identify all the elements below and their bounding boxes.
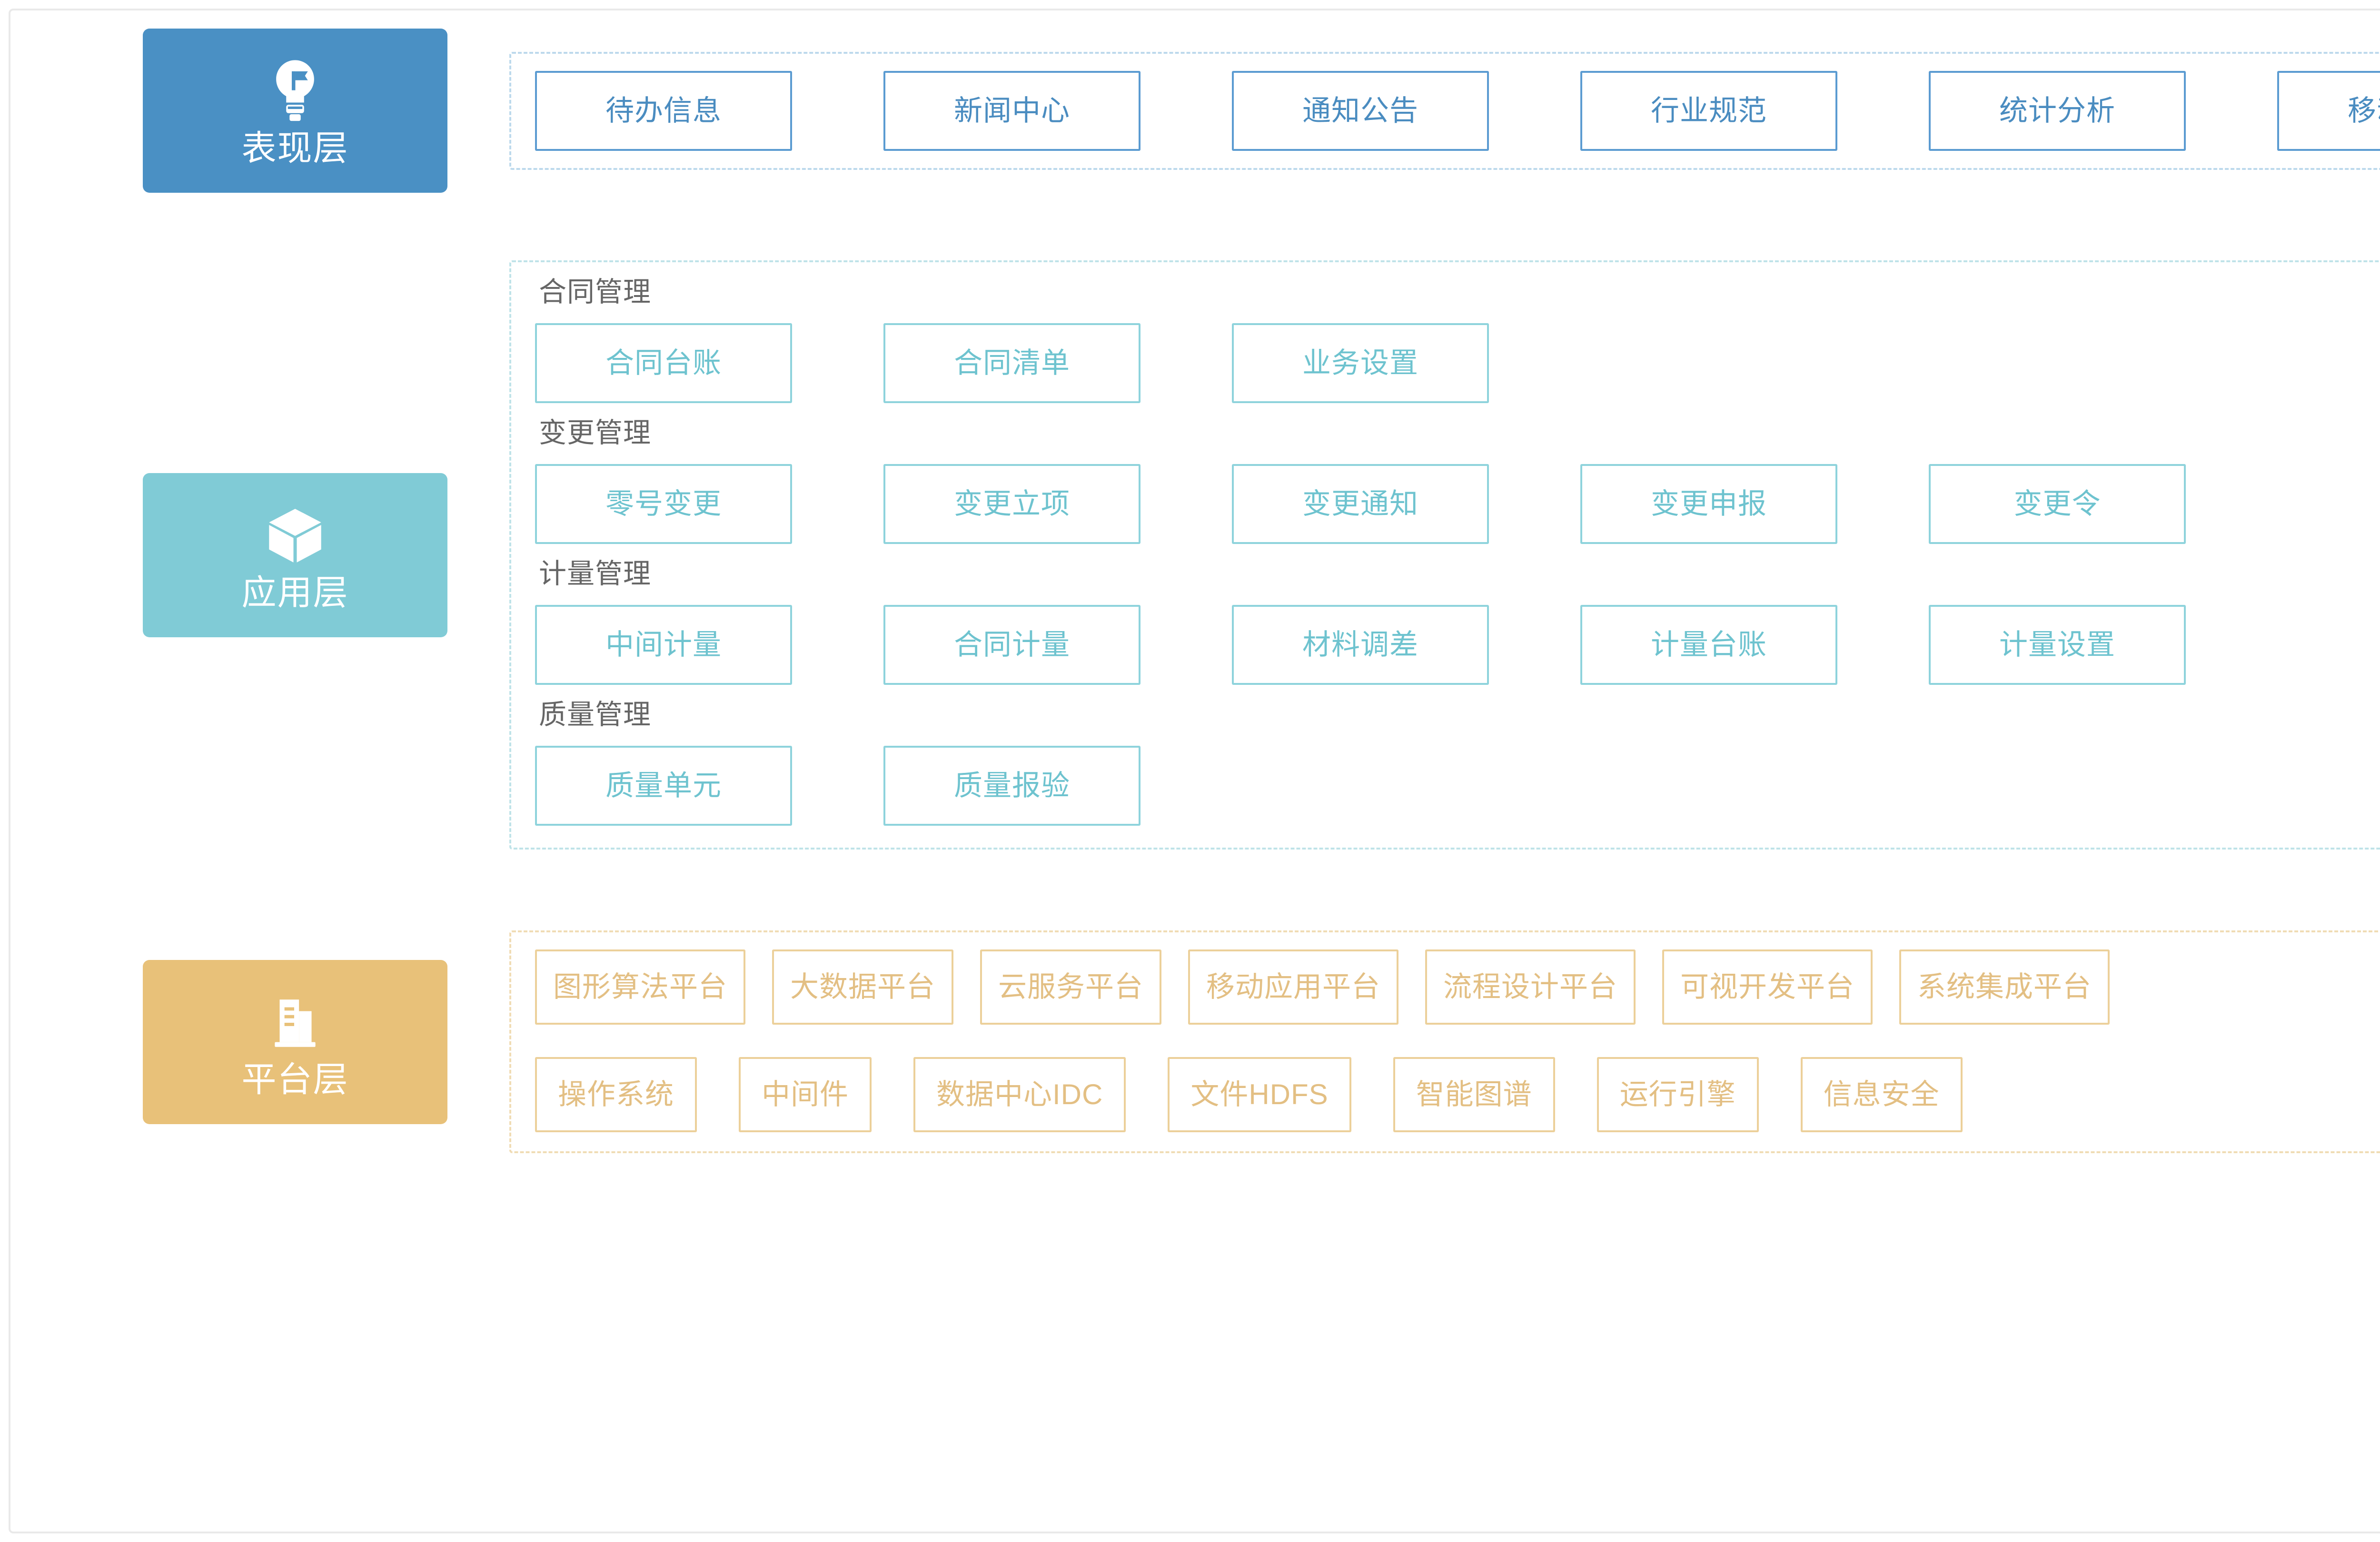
- application-item-measurement-settings[interactable]: 计量设置: [1929, 605, 2186, 685]
- platform-item-info-security[interactable]: 信息安全: [1800, 1057, 1963, 1132]
- badge-application-label: 应用层: [241, 573, 349, 612]
- presentation-layer-row: 表现层 待办信息 新闻中心 通知公告 行业规范 统计分析 移动应用: [33, 29, 2380, 193]
- application-chip-row-contract: 合同台账 合同清单 业务设置: [535, 323, 2380, 403]
- badge-presentation-layer[interactable]: 表现层: [143, 29, 447, 193]
- application-panel: 合同管理 合同台账 合同清单 业务设置 变更管理 零号变更 变更立项 变更通知 …: [509, 260, 2380, 850]
- application-item-quality-inspection[interactable]: 质量报验: [883, 746, 1140, 826]
- badge-platform-layer[interactable]: 平台层: [143, 959, 447, 1124]
- presentation-item-daiban[interactable]: 待办信息: [535, 70, 792, 151]
- platform-item-os[interactable]: 操作系统: [535, 1057, 697, 1132]
- application-item-interim-measurement[interactable]: 中间计量: [535, 605, 792, 685]
- platform-item-cloud-service[interactable]: 云服务平台: [980, 949, 1161, 1025]
- group-title-change: 变更管理: [539, 417, 652, 448]
- presentation-item-mobile[interactable]: 移动应用: [2277, 70, 2380, 151]
- presentation-panel: 待办信息 新闻中心 通知公告 行业规范 统计分析 移动应用: [509, 51, 2380, 170]
- platform-item-runtime-engine[interactable]: 运行引擎: [1597, 1057, 1759, 1132]
- cube-icon: [259, 500, 331, 572]
- platform-item-visual-dev[interactable]: 可视开发平台: [1662, 949, 1873, 1025]
- platform-item-graphics-algorithm[interactable]: 图形算法平台: [535, 949, 745, 1025]
- application-item-contract-measurement[interactable]: 合同计量: [883, 605, 1140, 685]
- platform-item-middleware[interactable]: 中间件: [739, 1057, 872, 1132]
- badge-platform-label: 平台层: [241, 1060, 349, 1099]
- application-item-business-settings[interactable]: 业务设置: [1232, 323, 1489, 403]
- platform-item-mobile-app[interactable]: 移动应用平台: [1188, 949, 1398, 1025]
- building-icon: [259, 987, 331, 1058]
- application-layer-row: 应用层 合同管理 合同台账 合同清单 业务设置 变更管理 零号变更 变更立项 变…: [33, 260, 2380, 850]
- presentation-item-statistics[interactable]: 统计分析: [1929, 70, 2186, 151]
- application-group-contract: 合同管理 合同台账 合同清单 业务设置: [535, 278, 2380, 403]
- platform-item-knowledge-graph[interactable]: 智能图谱: [1393, 1057, 1555, 1132]
- platform-item-hdfs[interactable]: 文件HDFS: [1168, 1057, 1351, 1132]
- platform-layer-row: 平台层 图形算法平台 大数据平台 云服务平台 移动应用平台 流程设计平台 可视开…: [33, 930, 2380, 1153]
- platform-chip-row-2: 操作系统 中间件 数据中心IDC 文件HDFS 智能图谱 运行引擎 信息安全: [535, 1057, 2380, 1132]
- application-group-change: 变更管理 零号变更 变更立项 变更通知 变更申报 变更令: [535, 419, 2380, 544]
- presentation-item-standards[interactable]: 行业规范: [1580, 70, 1837, 151]
- application-group-quality: 质量管理 质量单元 质量报验: [535, 701, 2380, 826]
- platform-item-idc[interactable]: 数据中心IDC: [913, 1057, 1126, 1132]
- group-title-measurement: 计量管理: [539, 558, 652, 589]
- group-title-contract: 合同管理: [539, 277, 652, 307]
- application-chip-row-change: 零号变更 变更立项 变更通知 变更申报 变更令: [535, 464, 2380, 544]
- application-item-change-notice[interactable]: 变更通知: [1232, 464, 1489, 544]
- presentation-item-notice[interactable]: 通知公告: [1232, 70, 1489, 151]
- presentation-item-news[interactable]: 新闻中心: [883, 70, 1140, 151]
- lightbulb-flag-icon: [259, 56, 331, 127]
- platform-item-process-design[interactable]: 流程设计平台: [1425, 949, 1636, 1025]
- application-chip-row-measurement: 中间计量 合同计量 材料调差 计量台账 计量设置: [535, 605, 2380, 685]
- platform-item-bigdata[interactable]: 大数据平台: [772, 949, 953, 1025]
- platform-panel: 图形算法平台 大数据平台 云服务平台 移动应用平台 流程设计平台 可视开发平台 …: [509, 930, 2380, 1153]
- application-item-measurement-ledger[interactable]: 计量台账: [1580, 605, 1837, 685]
- presentation-chip-row: 待办信息 新闻中心 通知公告 行业规范 统计分析 移动应用: [535, 70, 2380, 151]
- application-item-zero-change[interactable]: 零号变更: [535, 464, 792, 544]
- application-item-contract-ledger[interactable]: 合同台账: [535, 323, 792, 403]
- application-item-material-adjust[interactable]: 材料调差: [1232, 605, 1489, 685]
- platform-chip-row-1: 图形算法平台 大数据平台 云服务平台 移动应用平台 流程设计平台 可视开发平台 …: [535, 949, 2380, 1025]
- application-group-measurement: 计量管理 中间计量 合同计量 材料调差 计量台账 计量设置: [535, 560, 2380, 685]
- badge-presentation-label: 表现层: [241, 129, 349, 168]
- application-chip-row-quality: 质量单元 质量报验: [535, 746, 2380, 826]
- application-item-change-order[interactable]: 变更令: [1929, 464, 2186, 544]
- badge-application-layer[interactable]: 应用层: [143, 473, 447, 637]
- spacer-presentation-application: [33, 193, 2380, 260]
- spacer-application-platform: [33, 850, 2380, 930]
- application-item-change-declare[interactable]: 变更申报: [1580, 464, 1837, 544]
- application-item-change-project[interactable]: 变更立项: [883, 464, 1140, 544]
- group-title-quality: 质量管理: [539, 699, 652, 730]
- platform-item-system-integration[interactable]: 系统集成平台: [1899, 949, 2110, 1025]
- application-item-quality-unit[interactable]: 质量单元: [535, 746, 792, 826]
- application-item-contract-list[interactable]: 合同清单: [883, 323, 1140, 403]
